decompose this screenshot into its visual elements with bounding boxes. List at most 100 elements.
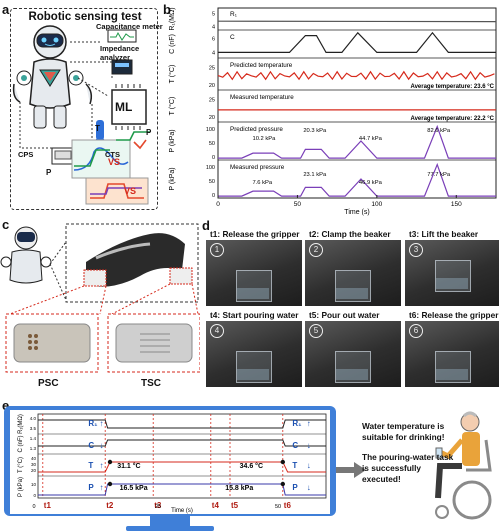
panel-a-frame [10, 8, 158, 210]
psc-label: PSC [38, 378, 59, 389]
meas-p-label: 23.1 kPa [303, 172, 327, 178]
e-temp-right: 34.6 °C [240, 462, 263, 470]
pred-p-label: 82.6 kPa [427, 128, 451, 134]
e-xtick: 25 [155, 504, 161, 510]
caption-t2: t2: Clamp the beaker [309, 229, 391, 239]
e-point-temp-2 [280, 459, 285, 465]
water-icon [436, 369, 468, 380]
b-xtick: 150 [451, 201, 462, 208]
photo-step-3: 3 [405, 240, 499, 306]
step-number: 4 [210, 324, 224, 338]
photo-step-5: 5 [305, 321, 401, 387]
caption-t3: t3: Lift the beaker [409, 229, 479, 239]
panel-label-b: b [163, 2, 171, 17]
series-meas-p [218, 162, 496, 197]
e-arrow: ↓ [99, 441, 103, 450]
series-pred-t [217, 70, 495, 81]
water-icon [237, 288, 269, 299]
b-ytick: 0 [212, 155, 215, 161]
b-ylabel: C (nF) [169, 34, 176, 54]
b-xtick: 100 [371, 201, 382, 208]
e-glyph: C [88, 441, 94, 450]
p-label: P [46, 168, 52, 177]
e-series-c [38, 439, 326, 447]
step-number: 2 [309, 243, 323, 257]
cts-label: CTS [105, 150, 120, 159]
robot-head-icon [33, 25, 67, 59]
e-glyph: R₁ [88, 419, 98, 428]
pred-p-label: 20.3 kPa [303, 128, 327, 134]
beaker-icon [335, 351, 371, 383]
panel-label-c: c [2, 217, 10, 232]
b-ytick: 50 [209, 141, 215, 147]
b-ytick: 20 [209, 115, 215, 121]
small-robot-icon [0, 226, 52, 284]
legend-meas-p: Measured pressure [230, 164, 285, 171]
e-arrow: ↑ [99, 461, 103, 470]
b-ytick: 25 [209, 98, 215, 104]
b-ytick: 0 [212, 193, 215, 199]
panel-label-a: a [2, 2, 10, 17]
e-marker-t3: t3 [154, 501, 162, 510]
meas-p-label: 46.9 kPa [359, 180, 383, 186]
b-ylabel: R₁(MΩ) [169, 7, 176, 30]
t-label: T [95, 124, 100, 133]
b-ytick: 25 [209, 66, 215, 72]
avg-pred-t: Average temperature: 23.6 °C [410, 84, 494, 90]
message-task-executed: The pouring-water task is successfully e… [362, 452, 454, 484]
b-ytick: 20 [209, 83, 215, 89]
e-press-right: 15.8 kPa [225, 485, 253, 492]
capacitance-meter-icon [107, 29, 137, 43]
avg-meas-t: Average temperature: 22.2 °C [410, 116, 494, 122]
e-temp-left: 31.1 °C [117, 462, 140, 470]
e-arrow-2: ↓ [307, 461, 311, 470]
e-arrow-2: ↑ [307, 419, 311, 428]
series-c [218, 31, 496, 53]
arrow-to-patient-icon [336, 462, 366, 478]
e-glyph: P [88, 483, 94, 492]
e-xlabel: Time (s) [171, 508, 193, 514]
patient-wheelchair-icon [435, 411, 492, 520]
e-ytick: 30 [31, 462, 37, 467]
b-ylabel: P (kPa) [169, 129, 176, 152]
b-xtick: 0 [216, 201, 220, 208]
gripper-photo-icon [83, 233, 193, 287]
e-ylabel: R₁(MΩ) [18, 414, 24, 434]
e-press-left: 16.5 kPa [120, 485, 148, 492]
e-ytick: 10 [31, 482, 37, 487]
legend-r1: R₁ [230, 11, 238, 18]
robot-body-icon [12, 58, 93, 129]
water-icon [237, 369, 269, 380]
e-arrow: ↑ [99, 483, 103, 492]
caption-t6: t6: Release the gripper [409, 310, 499, 320]
capacitance-meter-label: Capacitance meter [96, 22, 163, 31]
vs-label-1: VS [108, 157, 121, 167]
legend-c: C [230, 34, 235, 41]
e-point-press [107, 481, 113, 487]
panel-a-title: Robotic sensing test [28, 11, 142, 23]
panel-label-e: e [2, 398, 10, 413]
series-pred-p [218, 124, 496, 159]
e-xtick: 50 [275, 504, 281, 510]
e-point-temp [107, 459, 113, 465]
e-series-t [38, 461, 326, 473]
e-ytick: 1.3 [30, 446, 37, 451]
e-marker-t2: t2 [106, 501, 114, 510]
photo-step-4: 4 [206, 321, 302, 387]
b-ytick: 6 [212, 36, 215, 42]
beaker-icon [335, 270, 371, 302]
e-glyph: T [88, 461, 93, 470]
impedance-analyzer-label: Impedance analyzer [100, 44, 140, 62]
meas-p-label: 7.6 kPa [252, 180, 272, 186]
e-xtick: 0 [32, 504, 35, 510]
caption-t4: t4: Start pouring water [210, 310, 299, 320]
e-arrow: ↑ [99, 419, 103, 428]
panel-c-illustration [0, 223, 200, 373]
e-series-p [38, 483, 326, 496]
caption-t1: t1: Release the gripper [210, 229, 300, 239]
b-xlabel: Time (s) [344, 209, 369, 216]
photo-step-6: 6 [405, 321, 499, 387]
e-marker-t5: t5 [231, 501, 239, 510]
photo-step-1: 1 [206, 240, 302, 306]
